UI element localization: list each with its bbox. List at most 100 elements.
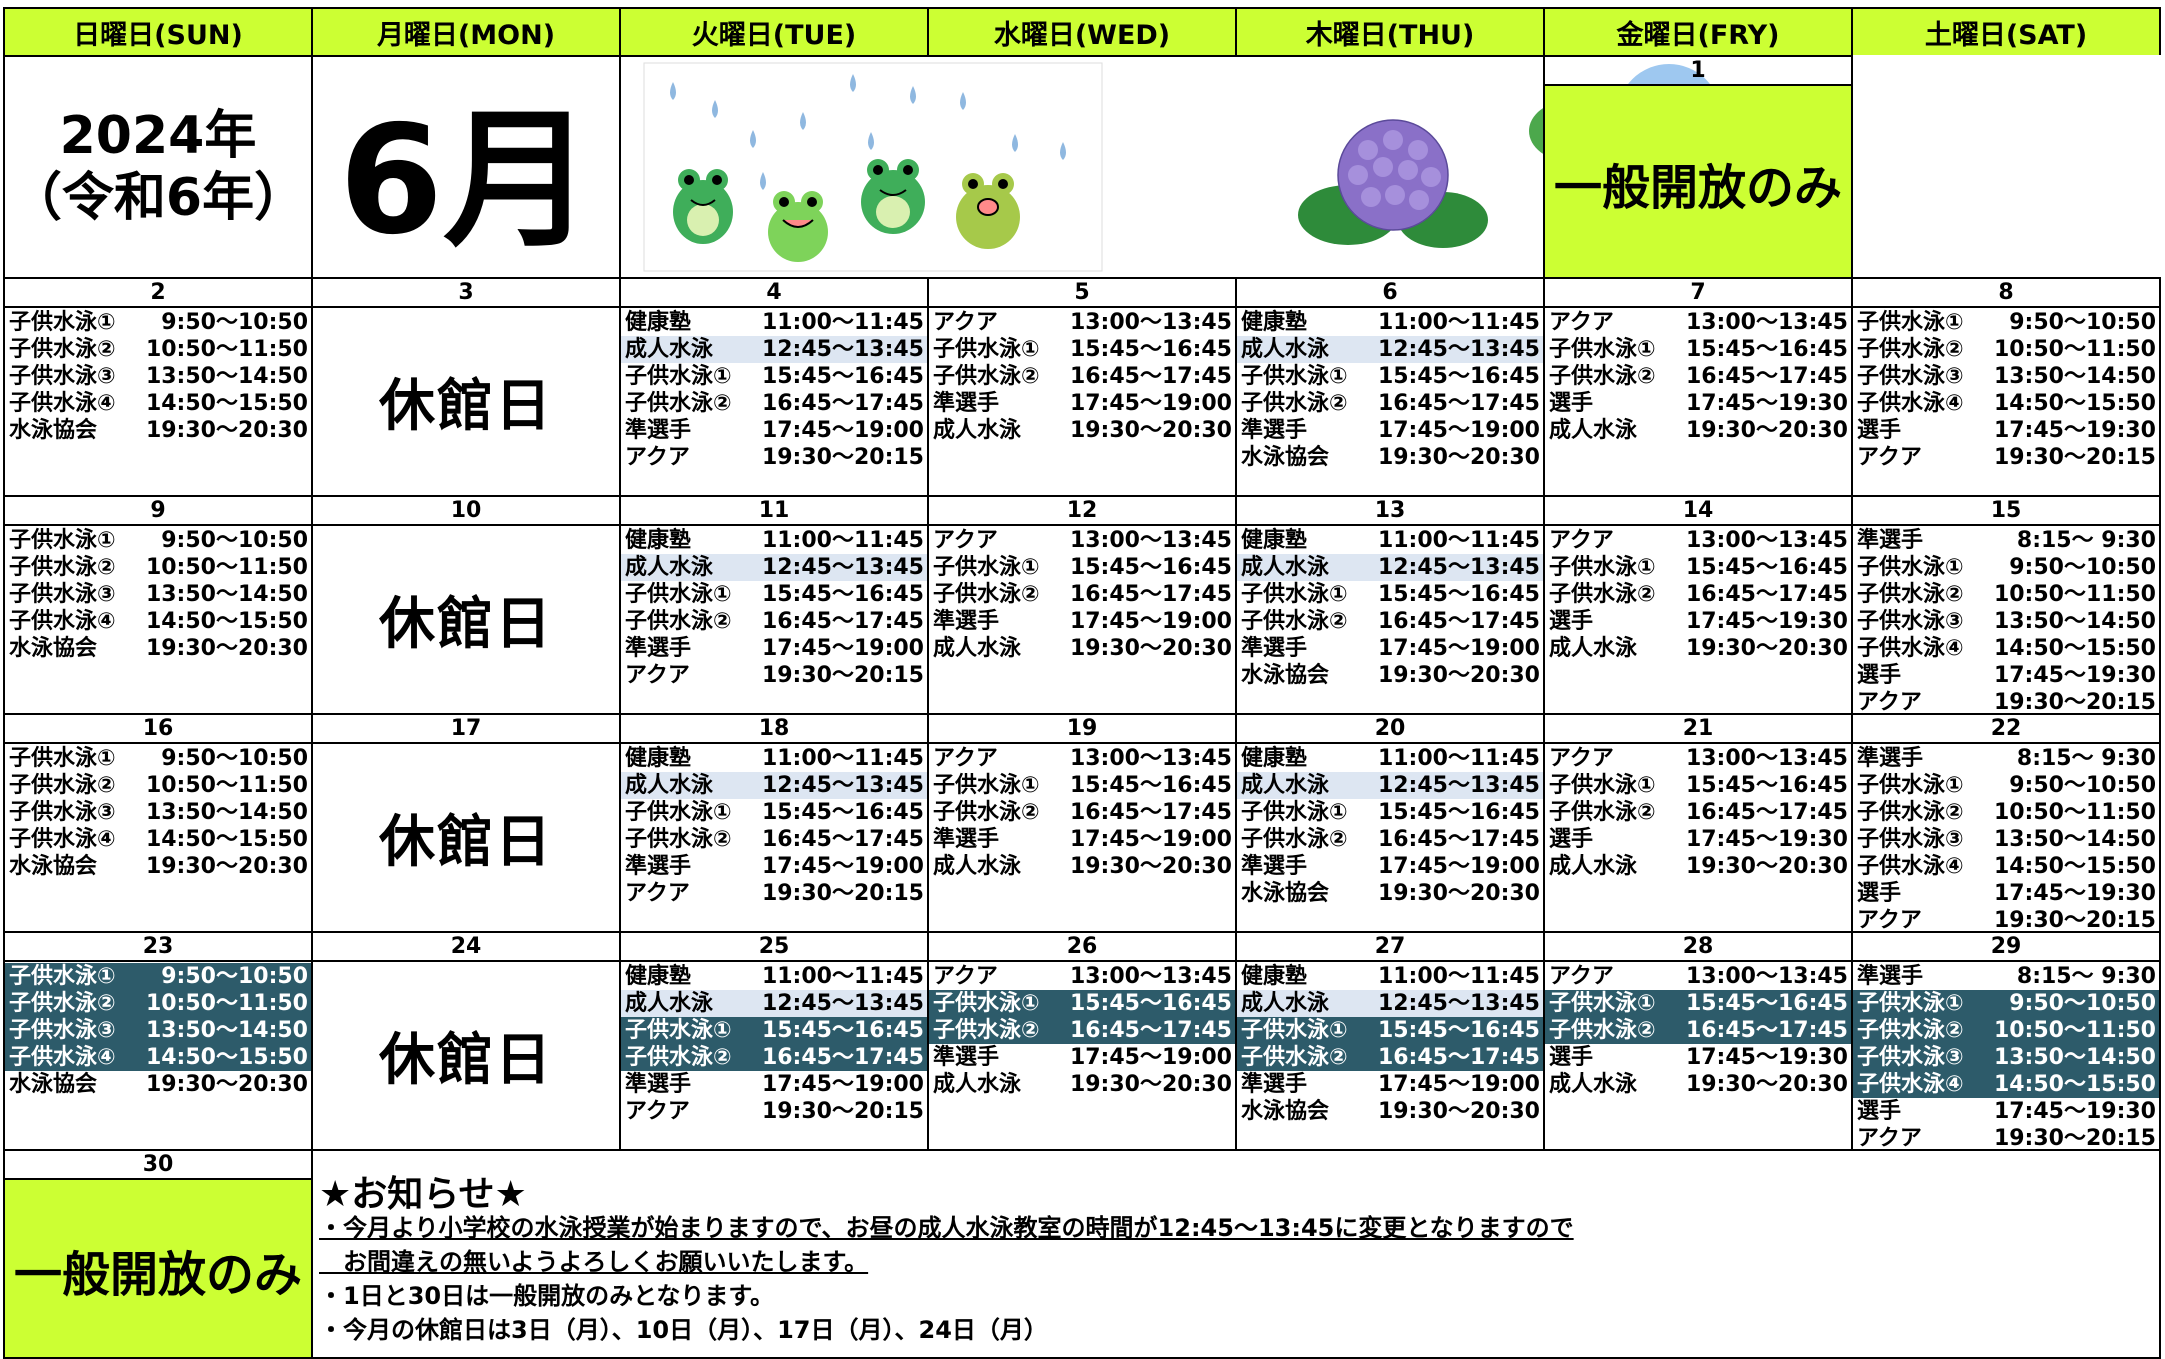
class-time: 14:50～15:50 bbox=[1993, 1072, 2156, 1097]
class-name: 準選手 bbox=[1241, 1072, 1308, 1097]
class-time: 15:45～16:45 bbox=[761, 1018, 924, 1043]
class-time: 16:45～17:45 bbox=[1069, 800, 1232, 825]
class-name: 成人水泳 bbox=[1241, 773, 1330, 798]
class-time: 19:30～20:30 bbox=[1069, 854, 1232, 879]
day-number: 6 bbox=[1237, 279, 1543, 308]
class-time: 16:45～17:45 bbox=[1069, 582, 1232, 607]
open-only-label: 一般開放のみ bbox=[1545, 84, 1851, 277]
class-time: 10:50～11:50 bbox=[145, 555, 308, 580]
class-name: 子供水泳④ bbox=[9, 1045, 116, 1070]
class-name: 健康塾 bbox=[1241, 310, 1308, 335]
class-name: 子供水泳② bbox=[1549, 800, 1656, 825]
class-time: 19:30～20:15 bbox=[761, 445, 924, 470]
frog-icon-1 bbox=[673, 169, 733, 244]
class-time: 17:45～19:00 bbox=[1069, 1045, 1232, 1070]
class-time: 14:50～15:50 bbox=[145, 609, 308, 634]
class-name: 子供水泳① bbox=[9, 310, 116, 335]
class-name: 子供水泳② bbox=[625, 391, 732, 416]
class-name: 水泳協会 bbox=[9, 636, 98, 661]
class-name: 子供水泳① bbox=[625, 800, 732, 825]
class-time: 19:30～20:30 bbox=[1069, 1072, 1232, 1097]
day-number: 16 bbox=[5, 715, 311, 744]
open-only-label-30: 一般開放のみ bbox=[5, 1178, 311, 1357]
class-name: 選手 bbox=[1549, 1045, 1594, 1070]
day-cell-1: 1 一般開放のみ bbox=[1543, 55, 1853, 277]
class-time: 16:45～17:45 bbox=[761, 391, 924, 416]
class-name: 水泳協会 bbox=[1241, 663, 1330, 688]
class-time: 15:45～16:45 bbox=[761, 800, 924, 825]
class-name: 子供水泳② bbox=[625, 827, 732, 852]
class-time: 12:45～13:45 bbox=[1377, 555, 1540, 580]
class-name: 健康塾 bbox=[625, 310, 692, 335]
class-time: 11:00～11:45 bbox=[1377, 964, 1540, 989]
class-name: 健康塾 bbox=[625, 528, 692, 553]
day-number: 15 bbox=[1853, 497, 2159, 526]
day-number: 12 bbox=[929, 497, 1235, 526]
class-time: 9:50～10:50 bbox=[2009, 310, 2156, 335]
class-name: 子供水泳② bbox=[1241, 391, 1348, 416]
class-name: 水泳協会 bbox=[9, 1072, 98, 1097]
purple-hydrangea-illustration bbox=[1298, 119, 1488, 248]
class-name: 選手 bbox=[1549, 827, 1594, 852]
month-cell: 6月 bbox=[311, 55, 619, 277]
closed-label: 休館日 bbox=[379, 810, 553, 875]
class-time: 17:45～19:00 bbox=[761, 854, 924, 879]
class-name: 子供水泳③ bbox=[1857, 1045, 1964, 1070]
class-time: 19:30～20:30 bbox=[1069, 418, 1232, 443]
class-time: 15:45～16:45 bbox=[1377, 582, 1540, 607]
class-time: 9:50～10:50 bbox=[161, 746, 308, 771]
class-name: 子供水泳④ bbox=[1857, 391, 1964, 416]
day-number: 21 bbox=[1545, 715, 1851, 744]
day-number: 10 bbox=[313, 497, 619, 526]
class-name: 子供水泳② bbox=[933, 364, 1040, 389]
class-time: 14:50～15:50 bbox=[145, 827, 308, 852]
class-name: 子供水泳① bbox=[1857, 773, 1964, 798]
class-name: 子供水泳② bbox=[1549, 582, 1656, 607]
class-name: 準選手 bbox=[1857, 746, 1924, 771]
class-time: 16:45～17:45 bbox=[1685, 364, 1848, 389]
class-name: 選手 bbox=[1857, 418, 1902, 443]
class-time: 19:30～20:30 bbox=[145, 854, 308, 879]
class-name: 子供水泳① bbox=[933, 555, 1040, 580]
class-time: 13:50～14:50 bbox=[145, 1018, 308, 1043]
day-number: 24 bbox=[313, 933, 619, 962]
